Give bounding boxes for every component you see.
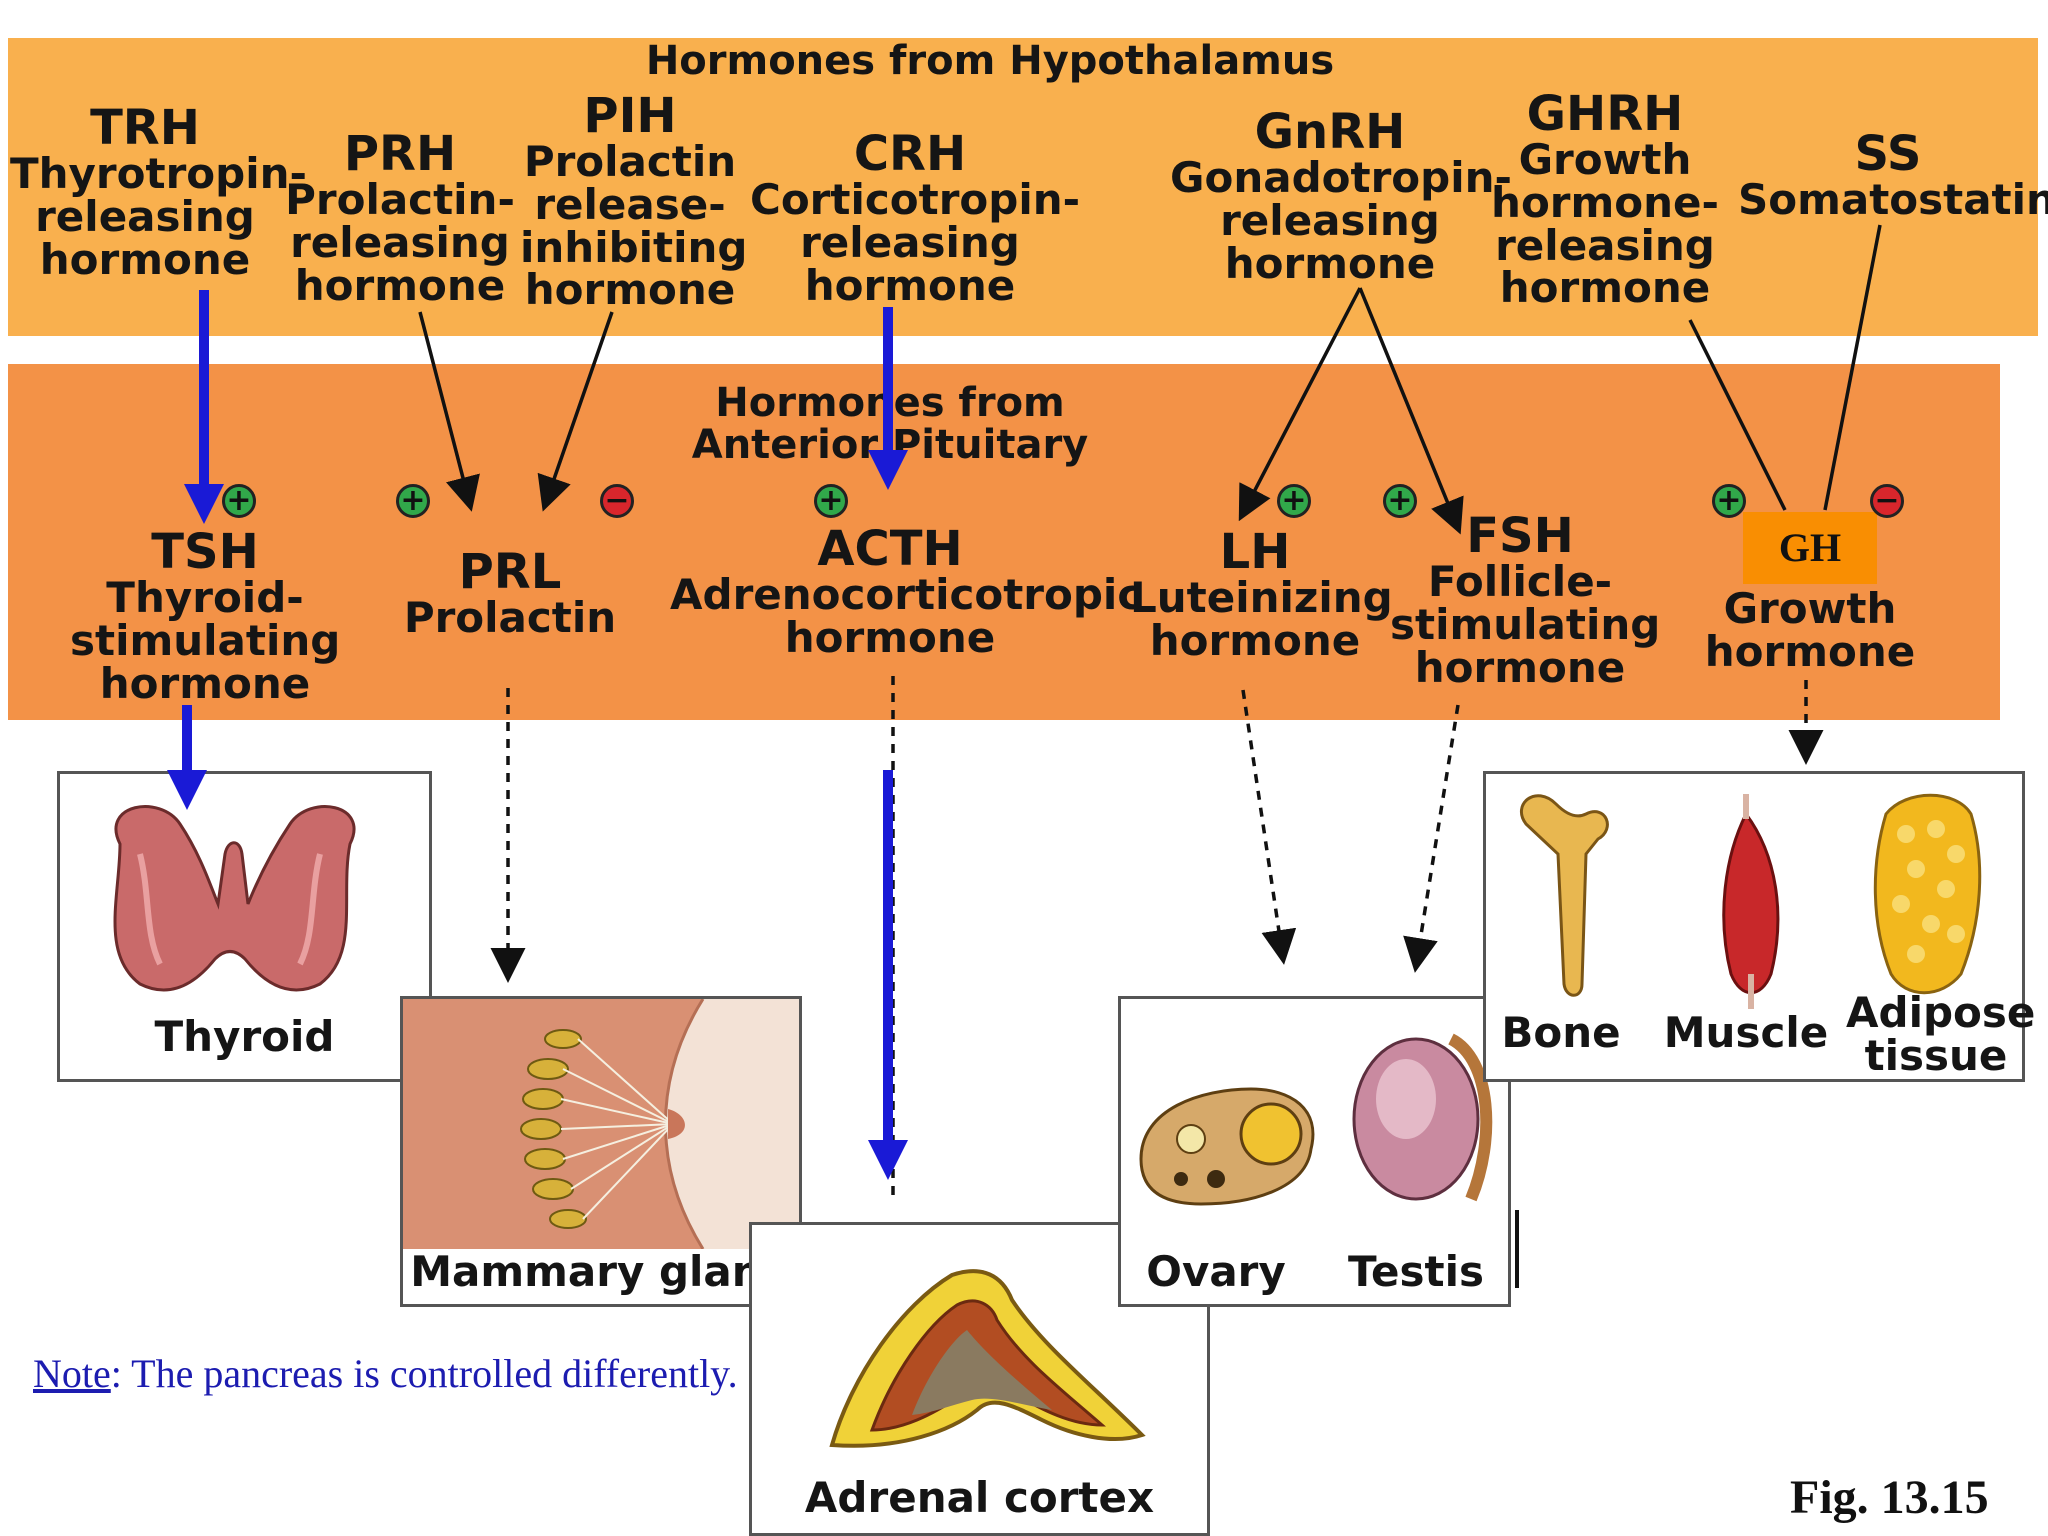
hormone-gnrh: GnRH Gonadotropin- releasing hormone bbox=[1170, 104, 1512, 288]
hormone-prh-abbr: PRH bbox=[343, 126, 457, 182]
arrow-ghrh-gh bbox=[1688, 319, 1787, 511]
thyroid-illustration bbox=[113, 805, 356, 992]
figure-label: Fig. 13.15 bbox=[1790, 1471, 1989, 1524]
hormone-prl-full: Prolactin bbox=[403, 592, 617, 642]
hormone-gnrh-abbr: GnRH bbox=[1254, 104, 1406, 160]
arrow-prh-prl bbox=[418, 311, 480, 512]
hypothalamus-title: Hormones from Hypothalamus bbox=[645, 38, 1335, 84]
adrenal-box: Adrenal cortex bbox=[749, 1222, 1210, 1536]
arrow-gnrh-fsh bbox=[1358, 287, 1464, 535]
bone-illustration bbox=[1519, 794, 1609, 997]
hormone-pih-full: Prolactin release- inhibiting hormone bbox=[520, 136, 748, 315]
pituitary-band bbox=[8, 364, 2000, 720]
hormone-pih: PIH Prolactin release- inhibiting hormon… bbox=[520, 88, 748, 315]
adipose-label: Adipose tissue bbox=[1846, 988, 2036, 1080]
hormone-lh: LH Luteinizing hormone bbox=[1130, 524, 1393, 665]
thyroid-label: Thyroid bbox=[154, 1012, 335, 1061]
note-text: Note: The pancreas is controlled differe… bbox=[33, 1350, 738, 1397]
hormone-gh: Growth hormone bbox=[1690, 584, 1930, 676]
bone-label: Bone bbox=[1501, 1008, 1621, 1057]
hormone-acth: ACTH Adrenocorticotropic hormone bbox=[670, 521, 1143, 662]
hormone-ss: SS Somatostatin bbox=[1738, 126, 2048, 224]
arrow-fsh-testis bbox=[1403, 704, 1460, 973]
stimulate-sign-acth: + bbox=[814, 484, 848, 518]
ovary-label: Ovary bbox=[1146, 1247, 1286, 1296]
inhibit-sign-gh: − bbox=[1870, 484, 1904, 518]
stimulate-sign-gh: + bbox=[1712, 484, 1746, 518]
adipose-illustration bbox=[1873, 793, 1982, 995]
hormone-trh: TRH Thyrotropin- releasing hormone bbox=[10, 100, 307, 284]
stimulate-sign-prl: + bbox=[396, 484, 430, 518]
hormone-gh-full: Growth hormone bbox=[1704, 584, 1916, 676]
hormone-acth-abbr: ACTH bbox=[817, 521, 963, 577]
hormone-tsh-full: Thyroid- stimulating hormone bbox=[70, 572, 341, 708]
hormone-ss-abbr: SS bbox=[1854, 126, 1922, 182]
hormone-prl: PRL Prolactin bbox=[400, 548, 620, 640]
testis-label: Testis bbox=[1347, 1247, 1485, 1296]
hormone-fsh-full: Follicle- stimulating hormone bbox=[1390, 556, 1661, 692]
hormone-fsh-abbr: FSH bbox=[1466, 508, 1574, 564]
mammary-illustration bbox=[403, 999, 799, 1249]
hormone-acth-full: Adrenocorticotropic hormone bbox=[670, 569, 1143, 662]
thyroid-box: Thyroid bbox=[57, 771, 432, 1082]
hormone-crh-full: Corticotropin- releasing hormone bbox=[750, 174, 1081, 310]
hormone-ghrh: GHRH Growth hormone- releasing hormone bbox=[1490, 90, 1720, 310]
hormone-trh-full: Thyrotropin- releasing hormone bbox=[10, 148, 307, 284]
hormone-prh-full: Prolactin- releasing hormone bbox=[285, 174, 515, 310]
testis-illustration bbox=[1352, 1033, 1493, 1202]
hormone-prh: PRH Prolactin- releasing hormone bbox=[285, 130, 515, 307]
hormone-lh-full: Luteinizing hormone bbox=[1130, 572, 1393, 665]
arrow-pih-prl bbox=[537, 311, 614, 512]
hormone-tsh: TSH Thyroid- stimulating hormone bbox=[70, 528, 340, 705]
hormone-tsh-abbr: TSH bbox=[151, 524, 259, 580]
stimulate-sign-lh: + bbox=[1277, 484, 1311, 518]
hormone-trh-abbr: TRH bbox=[90, 100, 200, 156]
ovary-illustration bbox=[1139, 1087, 1315, 1206]
arrow-lh-ovary bbox=[1241, 689, 1297, 965]
inhibit-sign-prl: − bbox=[600, 484, 634, 518]
arrow-ss-gh bbox=[1823, 224, 1882, 511]
muscle-illustration bbox=[1722, 794, 1780, 1009]
hormone-ghrh-full: Growth hormone- releasing hormone bbox=[1491, 134, 1719, 313]
adrenal-label: Adrenal cortex bbox=[804, 1473, 1155, 1522]
gonads-box: Ovary Testis bbox=[1118, 996, 1511, 1307]
hormone-gnrh-full: Gonadotropin- releasing hormone bbox=[1170, 152, 1512, 288]
arrow-gnrh-lh bbox=[1238, 287, 1362, 522]
hormone-prl-abbr: PRL bbox=[458, 544, 562, 600]
note-prefix: Note bbox=[33, 1351, 111, 1396]
hormone-crh: CRH Corticotropin- releasing hormone bbox=[750, 126, 1081, 310]
hormone-ghrh-abbr: GHRH bbox=[1526, 86, 1684, 142]
hypothalamus-band bbox=[8, 38, 2038, 336]
adrenal-illustration bbox=[829, 1269, 1146, 1448]
hormone-ss-full: Somatostatin bbox=[1738, 174, 2048, 224]
stimulate-sign-fsh: + bbox=[1383, 484, 1417, 518]
pituitary-title: Hormones from Anterior Pituitary bbox=[691, 380, 1089, 468]
hormone-pih-abbr: PIH bbox=[583, 88, 677, 144]
gh-targets-illustration bbox=[1519, 793, 1982, 1009]
note-body: : The pancreas is controlled differently… bbox=[110, 1351, 738, 1396]
muscle-label: Muscle bbox=[1663, 1008, 1829, 1057]
hormone-fsh: FSH Follicle- stimulating hormone bbox=[1390, 508, 1661, 692]
gh-target-box: Bone Muscle Adipose tissue bbox=[1483, 771, 2036, 1082]
gh-label: GH bbox=[1743, 512, 1877, 584]
hormone-lh-abbr: LH bbox=[1219, 524, 1291, 580]
hormone-crh-abbr: CRH bbox=[853, 126, 967, 182]
gonads-illustration bbox=[1139, 1033, 1493, 1206]
